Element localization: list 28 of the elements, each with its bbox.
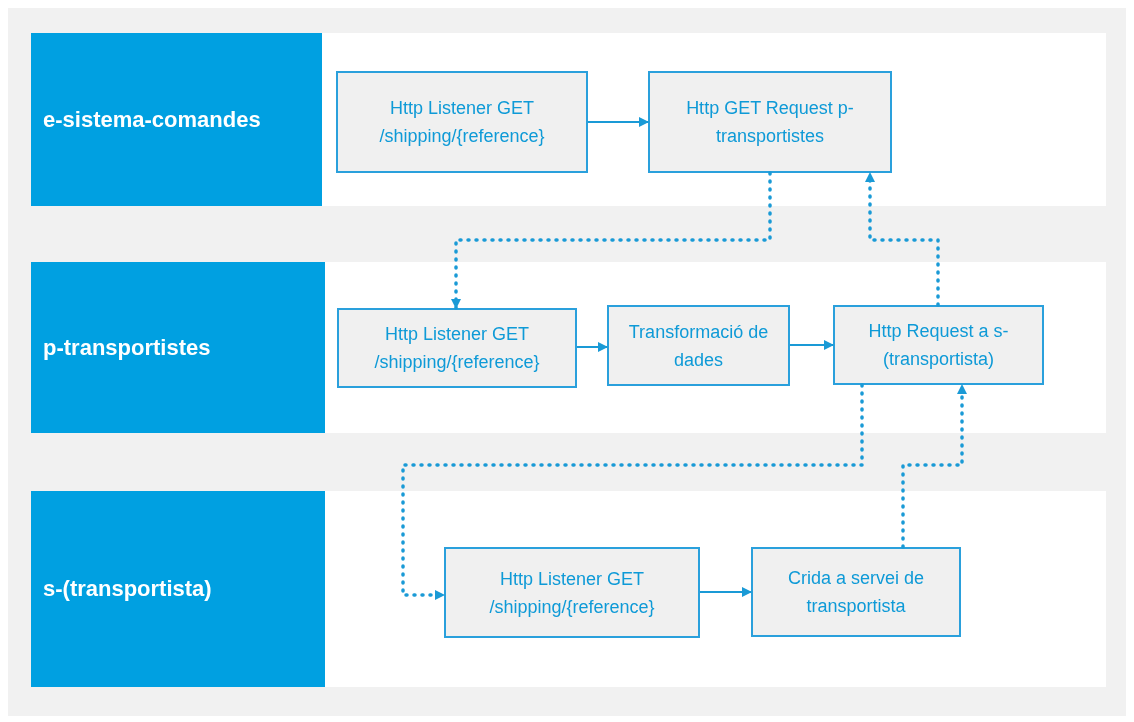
process-box (607, 305, 790, 386)
process-box (751, 547, 961, 637)
dotted-arrow (901, 383, 967, 549)
dotted-arrow (451, 171, 772, 310)
box-label: Crida a servei de transportista (786, 567, 926, 618)
box-label: Http Listener GET /shipping/{reference} (373, 323, 541, 374)
arrow (789, 340, 834, 350)
arrow (699, 587, 752, 597)
lane-title: p-transportistes (42, 334, 211, 361)
swimlane (31, 491, 1106, 687)
dotted-arrow (401, 383, 864, 600)
process-box (336, 71, 588, 173)
box-label: Http Request a s-(transportista) (867, 320, 1010, 371)
process-box (337, 308, 577, 388)
lane-title: s-(transportista) (42, 576, 212, 602)
box-label: Http Listener GET /shipping/{reference} (378, 97, 546, 148)
dotted-arrow (865, 171, 940, 307)
box-label: Transformació de dades (627, 320, 770, 372)
process-box (444, 547, 700, 638)
process-box (833, 305, 1044, 385)
box-label: Http Listener GET /shipping/{reference} (488, 567, 656, 619)
box-label: Http GET Request p-transportistes (685, 97, 855, 148)
arrow (576, 342, 608, 352)
swimlane (31, 262, 1106, 433)
arrow (587, 117, 649, 127)
process-box (648, 71, 892, 173)
swimlane (31, 33, 1106, 206)
lane-title: e-sistema-comandes (42, 106, 261, 133)
